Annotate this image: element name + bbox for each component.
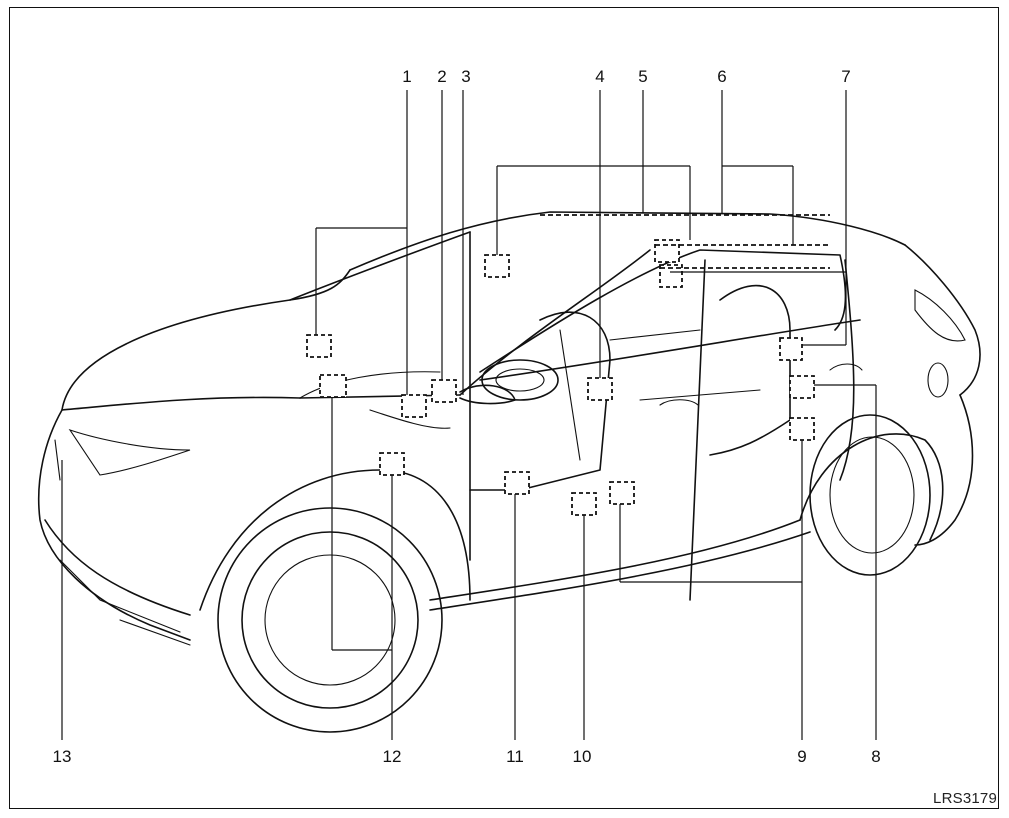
callout-10: 10 (573, 747, 592, 766)
callout-13: 13 (53, 747, 72, 766)
component-markers (306, 214, 830, 516)
leader-lines (61, 90, 877, 740)
callout-4: 4 (595, 67, 604, 86)
callout-9: 9 (797, 747, 806, 766)
callout-8: 8 (871, 747, 880, 766)
callout-2: 2 (437, 67, 446, 86)
car-body-outline (37, 211, 981, 733)
callout-11: 11 (506, 747, 524, 766)
diagram-frame (9, 7, 999, 809)
callout-7: 7 (841, 67, 850, 86)
figure-code: LRS3179 (933, 790, 997, 807)
callout-1: 1 (402, 67, 411, 86)
callout-3: 3 (461, 67, 470, 86)
callout-numbers: 1 2 3 4 5 6 7 8 9 10 11 12 13 (53, 67, 881, 766)
callout-5: 5 (638, 67, 647, 86)
callout-6: 6 (717, 67, 726, 86)
callout-12: 12 (383, 747, 402, 766)
